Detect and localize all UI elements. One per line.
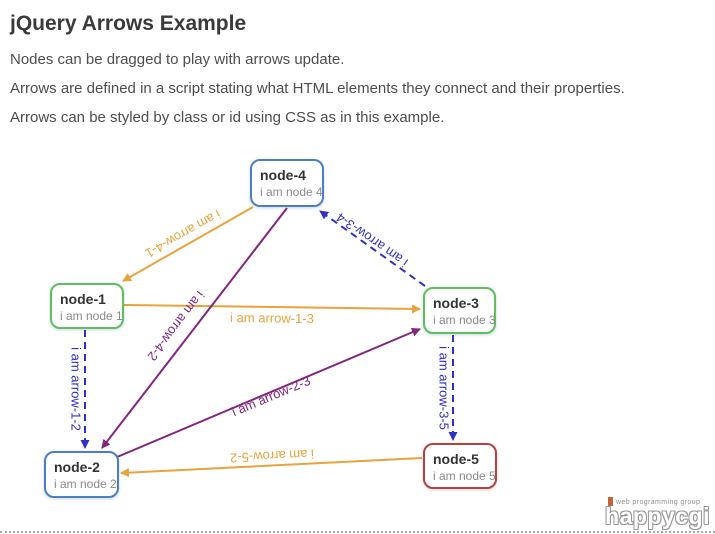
page-bottom-dotted-line: [0, 531, 715, 533]
logo-top-row: web programming group: [608, 497, 710, 506]
node-5-subtitle: i am node 5: [433, 469, 496, 483]
description-line-2: Arrows are defined in a script stating w…: [10, 80, 625, 97]
node-3-title: node-3: [433, 295, 479, 311]
happycgi-logo: web programming group happycgi: [605, 497, 710, 529]
node-2[interactable]: node-2 i am node 2: [44, 451, 119, 498]
page-title: jQuery Arrows Example: [10, 12, 247, 35]
node-1[interactable]: node-1 i am node 1: [50, 283, 124, 329]
arrow-2-3-line: [116, 327, 421, 458]
logo-name: happycgi: [605, 503, 710, 529]
arrow-4-1-line: [122, 206, 254, 282]
node-4-subtitle: i am node 4: [260, 185, 323, 199]
node-3-subtitle: i am node 3: [433, 313, 496, 327]
description-line-3: Arrows can be styled by class or id usin…: [10, 109, 445, 126]
arrow-4-2-line: [101, 207, 288, 449]
node-1-subtitle: i am node 1: [60, 309, 123, 323]
node-5-title: node-5: [433, 451, 479, 467]
arrow-1-3-line: [123, 304, 421, 314]
node-5[interactable]: node-5 i am node 5: [423, 443, 497, 489]
logo-block-icon: [608, 497, 614, 506]
node-1-title: node-1: [60, 291, 106, 307]
node-4[interactable]: node-4 i am node 4: [250, 159, 324, 207]
node-2-title: node-2: [54, 459, 100, 475]
page-header: jQuery Arrows Example Nodes can be dragg…: [0, 0, 715, 126]
arrow-5-2-line: [120, 457, 423, 478]
node-2-subtitle: i am node 2: [54, 477, 117, 491]
description-line-1: Nodes can be dragged to play with arrows…: [10, 51, 345, 68]
node-4-title: node-4: [260, 167, 306, 183]
arrow-3-4-line: [319, 210, 426, 287]
logo-tagline: web programming group: [616, 499, 701, 506]
node-3[interactable]: node-3 i am node 3: [423, 287, 496, 334]
